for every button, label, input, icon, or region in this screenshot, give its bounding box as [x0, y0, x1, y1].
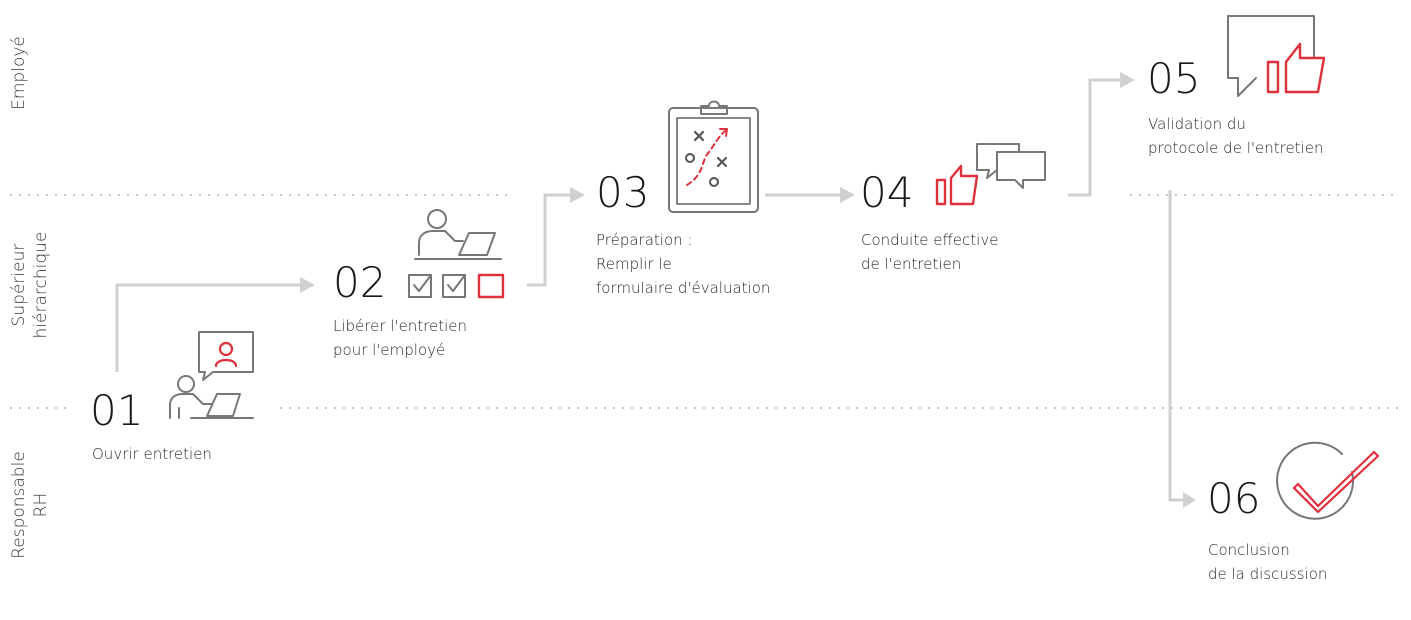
step-05-description: Validation du protocole de l'entretien: [1148, 115, 1324, 157]
connector-arrowheads: [300, 72, 1196, 508]
thumbs-up-chat-icon: [935, 143, 1046, 206]
check-circle-icon: [1276, 441, 1380, 520]
step-05-number: 05: [1147, 54, 1201, 103]
step-01-number: 01: [90, 386, 144, 435]
clipboard-strategy-icon: [668, 100, 759, 213]
person-at-laptop-chat-icon: [169, 331, 254, 419]
lane-dividers: [10, 194, 1400, 409]
step-04-description: Conduite effective de l'entretien: [861, 231, 999, 273]
connector-05-06: [1168, 190, 1183, 502]
lane-label-line: Employé: [9, 36, 29, 110]
step-04-number: 04: [860, 168, 914, 217]
step-02-number: 02: [333, 258, 387, 307]
connector-01-02: [115, 283, 300, 372]
step-06-description: Conclusion de la discussion: [1208, 541, 1328, 583]
lane-label-line: Responsable: [9, 451, 29, 559]
step-03-number: 03: [596, 168, 650, 217]
speech-bubble-thumbs-up-icon: [1227, 15, 1326, 97]
lane-label-line: RH: [31, 492, 51, 518]
lane-label-rh: Responsable RH: [8, 430, 52, 580]
step-06-number: 06: [1207, 474, 1261, 523]
person-at-laptop-checkboxes-icon: [408, 209, 505, 299]
lane-label-line: hiérarchique: [31, 231, 51, 339]
step-01-description: Ouvrir entretien: [92, 445, 212, 463]
connector-02-03: [527, 193, 570, 287]
lane-label-employe: Employé: [8, 0, 30, 146]
step-03-description: Préparation : Remplir le formulaire d'év…: [596, 231, 771, 297]
lane-label-line: Supérieur: [9, 243, 29, 327]
connector-04-05: [1068, 78, 1120, 197]
connectors: [115, 78, 1183, 502]
step-02-description: Libérer l'entretien pour l'employé: [333, 317, 468, 359]
lane-label-superieur: Supérieur hiérarchique: [8, 195, 52, 375]
